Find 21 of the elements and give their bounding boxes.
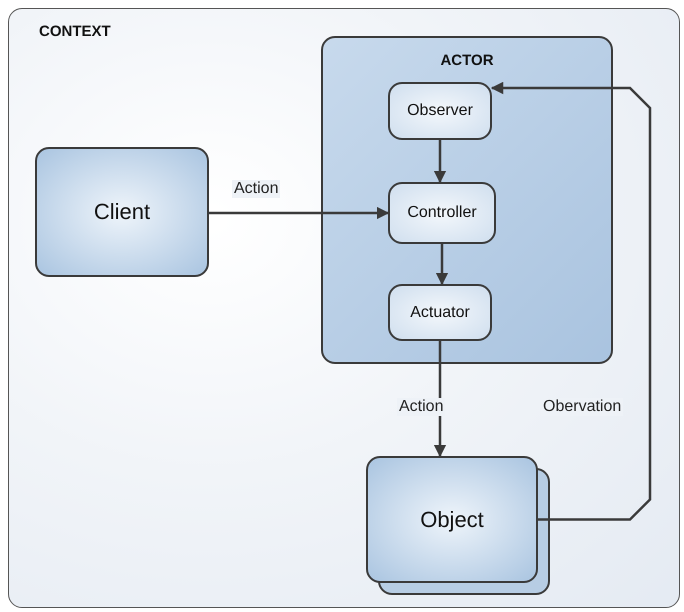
client-box bbox=[35, 147, 209, 277]
context-frame bbox=[8, 8, 680, 608]
node-label: Observer bbox=[407, 102, 473, 120]
arrow bbox=[436, 244, 448, 286]
observer-box bbox=[388, 82, 492, 140]
object-box bbox=[366, 456, 538, 583]
group-title: CONTEXT bbox=[39, 23, 111, 40]
node-label: Object bbox=[420, 506, 484, 532]
actor-box bbox=[321, 36, 613, 364]
edge-label: Action bbox=[397, 398, 446, 416]
arrow bbox=[434, 140, 446, 184]
controller-box bbox=[388, 182, 496, 244]
node-label: Actuator bbox=[410, 304, 470, 322]
edge-label: Obervation bbox=[541, 398, 624, 416]
arrow bbox=[490, 82, 652, 521]
actuator-box bbox=[388, 284, 492, 341]
node-label: Client bbox=[94, 199, 150, 225]
node-label: Controller bbox=[407, 204, 477, 222]
edge-label: Action bbox=[232, 180, 280, 198]
arrow bbox=[209, 206, 390, 220]
group-title: ACTOR bbox=[439, 52, 495, 69]
